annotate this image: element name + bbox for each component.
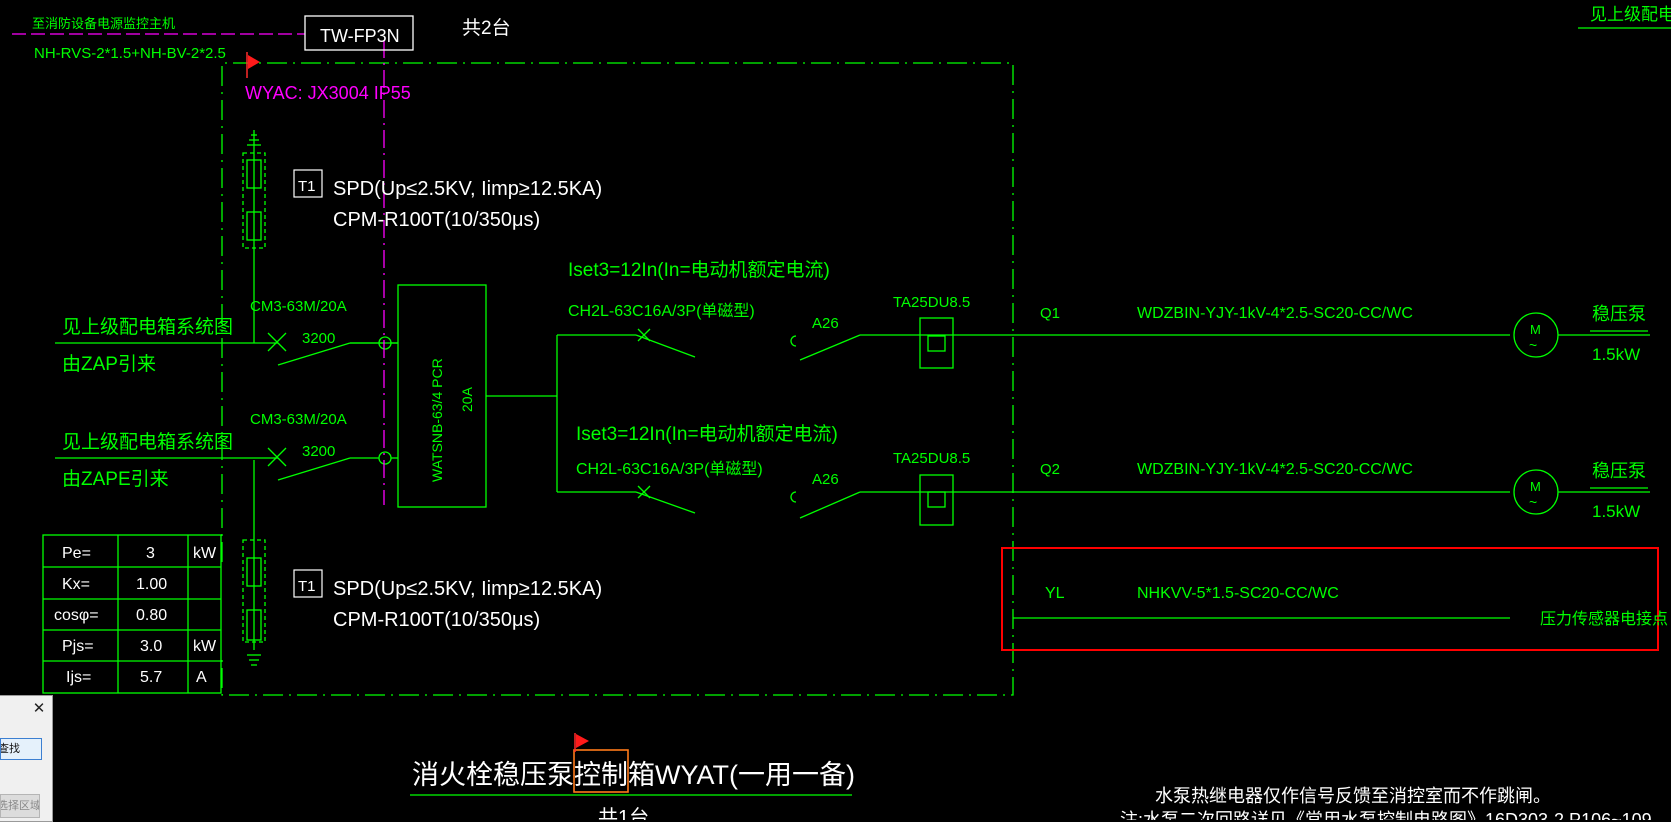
incoming-rating: 3200 (302, 330, 335, 347)
note-line-1: 水泵热继电器仅作信号反馈至消控室而不作跳闸。 (1155, 786, 1551, 806)
spd-spec: SPD(Up≤2.5KV, Iimp≥12.5KA) (333, 178, 602, 200)
table-value: 1.00 (136, 576, 167, 593)
branch-cable: WDZBIN-YJY-1kV-4*2.5-SC20-CC/WC (1137, 461, 1413, 478)
load-power: 1.5kW (1592, 345, 1640, 364)
sensor-label: 压力传感器电接点 (1540, 610, 1668, 628)
branch-relay: TA25DU8.5 (893, 450, 970, 467)
incoming-breaker: CM3-63M/20A (250, 411, 347, 428)
incoming-source-ref: 由ZAP引来 (62, 353, 156, 375)
branch-breaker: CH2L-63C16A/3P(单磁型) (568, 302, 755, 320)
branch-cable: WDZBIN-YJY-1kV-4*2.5-SC20-CC/WC (1137, 305, 1413, 322)
drawing-title: 消火栓稳压泵控制箱WYAT(一用一备) (412, 760, 855, 790)
table-unit: kW (193, 638, 217, 655)
motor-tilde: ~ (1529, 494, 1537, 510)
unit-count: 共2台 (462, 17, 511, 39)
tw-label-box (304, 15, 414, 51)
motor-tilde: ~ (1529, 337, 1537, 353)
branch-id: Q2 (1040, 461, 1060, 478)
find-dialog[interactable]: ✕ 查找 选择区域 (0, 695, 53, 822)
title-prefix: 消火栓稳压泵控制箱 (412, 760, 655, 790)
spd-tag: T1 (298, 178, 316, 195)
branch-relay: TA25DU8.5 (893, 294, 970, 311)
table-name: cosφ= (54, 607, 99, 624)
monitor-note: 至消防设备电源监控主机 (32, 16, 175, 31)
incoming-source-ref: 由ZAPE引来 (62, 468, 169, 490)
incoming-source: 见上级配电箱系统图 (62, 431, 233, 453)
incoming-rating: 3200 (302, 443, 335, 460)
close-icon[interactable]: ✕ (32, 700, 46, 717)
title-suffix: T(一用一备) (713, 760, 855, 790)
spd-model: CPM-R100T(10/350μs) (333, 609, 540, 631)
find-button[interactable]: 查找 (0, 738, 42, 760)
spd-spec: SPD(Up≤2.5KV, Iimp≥12.5KA) (333, 578, 602, 600)
sensor-id: YL (1045, 585, 1065, 602)
table-unit: kW (193, 545, 217, 562)
table-value: 3 (146, 545, 155, 562)
table-name: Ijs= (66, 669, 91, 686)
table-value: 3.0 (140, 638, 162, 655)
enclosure-border (221, 62, 1014, 696)
branch-iset: Iset3=12In(In=电动机额定电流) (576, 423, 838, 445)
table-unit: A (196, 669, 207, 686)
branch-id: Q1 (1040, 305, 1060, 322)
flag-icon (246, 52, 260, 78)
spd-tag: T1 (298, 578, 316, 595)
flag-icon (574, 733, 589, 752)
sensor-highlight (1001, 547, 1659, 651)
tw-label: TW-FP3N (320, 26, 400, 46)
incoming-source: 见上级配电箱系统图 (62, 316, 233, 338)
load-table-grid (42, 534, 222, 694)
motor-symbol: M (1530, 479, 1541, 494)
table-name: Kx= (62, 576, 90, 593)
branch-contactor: A26 (812, 315, 839, 332)
load-name: 稳压泵 (1592, 461, 1646, 481)
load-name: 稳压泵 (1592, 304, 1646, 324)
wiring (42, 27, 1671, 796)
table-name: Pe= (62, 545, 91, 562)
title-code[interactable]: WYA (655, 760, 714, 790)
sensor-cable: NHKVV-5*1.5-SC20-CC/WC (1137, 585, 1339, 602)
title-qty: 共1台 (598, 806, 649, 820)
table-value: 0.80 (136, 607, 167, 624)
load-power: 1.5kW (1592, 502, 1640, 521)
branch-iset: Iset3=12In(In=电动机额定电流) (568, 259, 830, 281)
table-name: Pjs= (62, 638, 94, 655)
monitor-lead (12, 33, 385, 505)
branch-contactor: A26 (812, 471, 839, 488)
incoming-breaker: CM3-63M/20A (250, 298, 347, 315)
spd-model: CPM-R100T(10/350μs) (333, 209, 540, 231)
load-table: Pe= 3 kW Kx= 1.00 cosφ= 0.80 Pjs= 3.0 kW… (54, 545, 217, 686)
ats-rating: 20A (459, 386, 475, 412)
enclosure-spec: WYAC: JX3004 IP55 (245, 83, 411, 103)
selection-box[interactable] (573, 749, 629, 793)
branch-breaker: CH2L-63C16A/3P(单磁型) (576, 460, 763, 478)
upper-box-note: 见上级配电箱 (1590, 5, 1671, 24)
select-area-button[interactable]: 选择区域 (0, 794, 40, 818)
monitor-cable: NH-RVS-2*1.5+NH-BV-2*2.5 (34, 45, 226, 62)
ats-model: WATSNB-63/4 PCR (429, 358, 445, 482)
note-line-2: 注:水泵二次回路详见《常用水泵控制电路图》16D303-2 P106~109 (1120, 810, 1652, 820)
table-value: 5.7 (140, 669, 162, 686)
motor-symbol: M (1530, 322, 1541, 337)
